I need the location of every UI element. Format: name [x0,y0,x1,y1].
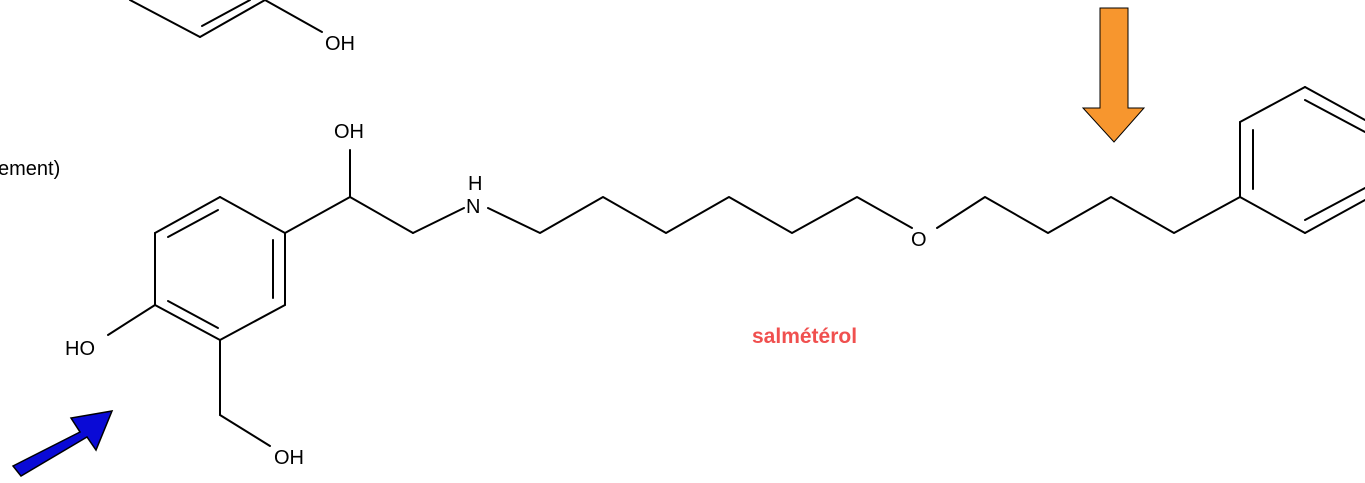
nh-n-label: N [466,196,480,218]
ho-phenol-label: HO [65,338,95,360]
oh-top-label: OH [334,121,364,143]
nh-h-label: H [468,173,482,195]
top-fragment: OH [129,0,355,55]
compound-name-label: salmétérol [752,325,857,348]
cutoff-text: ement) [0,158,60,180]
oh-bottom-label: OH [274,447,304,469]
hydroxyphenyl-ring [154,196,286,341]
salmeterol-molecule: OH H N O HO OH salmétérol [65,86,1365,469]
orange-down-arrow [1081,7,1146,143]
terminal-phenyl-ring [1239,86,1365,234]
blue-up-right-arrow [11,410,114,477]
top-fragment-oh-label: OH [325,33,355,55]
ether-o-label: O [911,229,927,251]
